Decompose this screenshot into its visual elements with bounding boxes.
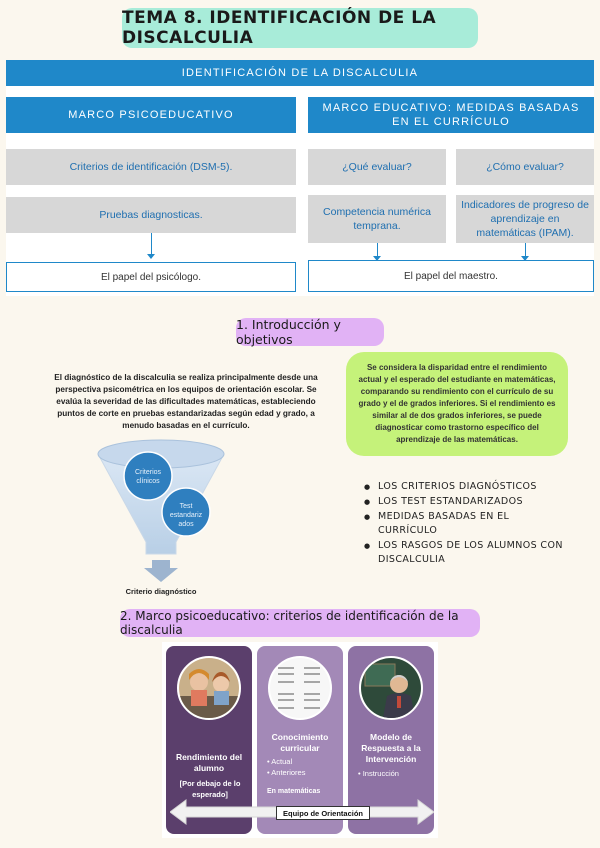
right-question-what: ¿Qué evaluar? bbox=[308, 149, 446, 185]
disparity-note-text: Se considera la disparidad entre el rend… bbox=[358, 363, 556, 444]
section2-heading: 2. Marco psicoeducativo: criterios de id… bbox=[120, 609, 480, 637]
column3-title: Modelo de Respuesta a la Intervención bbox=[361, 732, 421, 764]
column2-title: Conocimiento curricular bbox=[271, 732, 329, 753]
orientation-team-label: Equipo de Orientación bbox=[276, 806, 370, 820]
connector-line bbox=[151, 233, 152, 255]
left-box-criteria: Criterios de identificación (DSM-5). bbox=[6, 149, 296, 185]
column2-note: En matemáticas bbox=[267, 788, 321, 795]
right-footer-teacher: El papel del maestro. bbox=[308, 260, 594, 292]
math-worksheet-image bbox=[268, 656, 332, 720]
left-box-tests: Pruebas diagnosticas. bbox=[6, 197, 296, 233]
list-item: LOS RASGOS DE LOS ALUMNOS CON DISCALCULI… bbox=[364, 539, 564, 567]
right-header: MARCO EDUCATIVO: MEDIDAS BASADAS EN EL C… bbox=[308, 97, 594, 133]
right-question-how: ¿Cómo evaluar? bbox=[456, 149, 594, 185]
column1-title: Rendimiento del alumno bbox=[175, 752, 243, 773]
disparity-note: Se considera la disparidad entre el rend… bbox=[346, 352, 568, 456]
connector-line bbox=[525, 243, 526, 257]
connector-arrow bbox=[521, 256, 529, 261]
section1-heading: 1. Introducción y objetivos bbox=[236, 317, 384, 347]
teacher-photo bbox=[359, 656, 423, 720]
left-footer-psychologist: El papel del psicólogo. bbox=[6, 262, 296, 292]
intro-paragraph: El diagnóstico de la discalculia se real… bbox=[54, 373, 318, 430]
list-item: LOS TEST ESTANDARIZADOS bbox=[364, 495, 564, 509]
column-student-performance: Rendimiento del alumno [Por debajo de lo… bbox=[166, 646, 252, 834]
right-box-ipam: Indicadores de progreso de aprendizaje e… bbox=[456, 195, 594, 243]
diagnostic-funnel: Criterios clínicos Test estandariz ados bbox=[96, 432, 226, 598]
column-curricular-knowledge: Conocimiento curricular • Actual • Anter… bbox=[257, 646, 343, 834]
diagram-top-bar: IDENTIFICACIÓN DE LA DISCALCULIA bbox=[6, 60, 594, 86]
connector-line bbox=[377, 243, 378, 257]
funnel-caption: Criterio diagnóstico bbox=[125, 587, 197, 596]
funnel-circle-tests: Test estandariz ados bbox=[169, 503, 203, 528]
connector-arrow bbox=[147, 254, 155, 259]
identification-diagram: IDENTIFICACIÓN DE LA DISCALCULIA MARCO P… bbox=[6, 60, 594, 296]
funnel-circle-clinical: Criterios clínicos bbox=[134, 469, 162, 485]
column-response-intervention: Modelo de Respuesta a la Intervención • … bbox=[348, 646, 434, 834]
right-box-competence: Competencia numérica temprana. bbox=[308, 195, 446, 243]
page-title: TEMA 8. IDENTIFICACIÓN DE LA DISCALCULIA bbox=[122, 8, 478, 48]
list-item: MEDIDAS BASADAS EN EL CURRÍCULO bbox=[364, 510, 564, 538]
connector-arrow bbox=[373, 256, 381, 261]
left-header: MARCO PSICOEDUCATIVO bbox=[6, 97, 296, 133]
column2-item-previous: • Anteriores bbox=[267, 768, 306, 777]
students-photo bbox=[177, 656, 241, 720]
column3-item-instruction: • Instrucción bbox=[358, 769, 399, 778]
list-item: LOS CRITERIOS DIAGNÓSTICOS bbox=[364, 480, 564, 494]
key-topics-list: LOS CRITERIOS DIAGNÓSTICOS LOS TEST ESTA… bbox=[364, 480, 564, 568]
identification-framework: Rendimiento del alumno [Por debajo de lo… bbox=[162, 642, 438, 838]
column2-item-current: • Actual bbox=[267, 757, 293, 766]
column1-subtitle: [Por debajo de lo esperado] bbox=[179, 779, 241, 799]
